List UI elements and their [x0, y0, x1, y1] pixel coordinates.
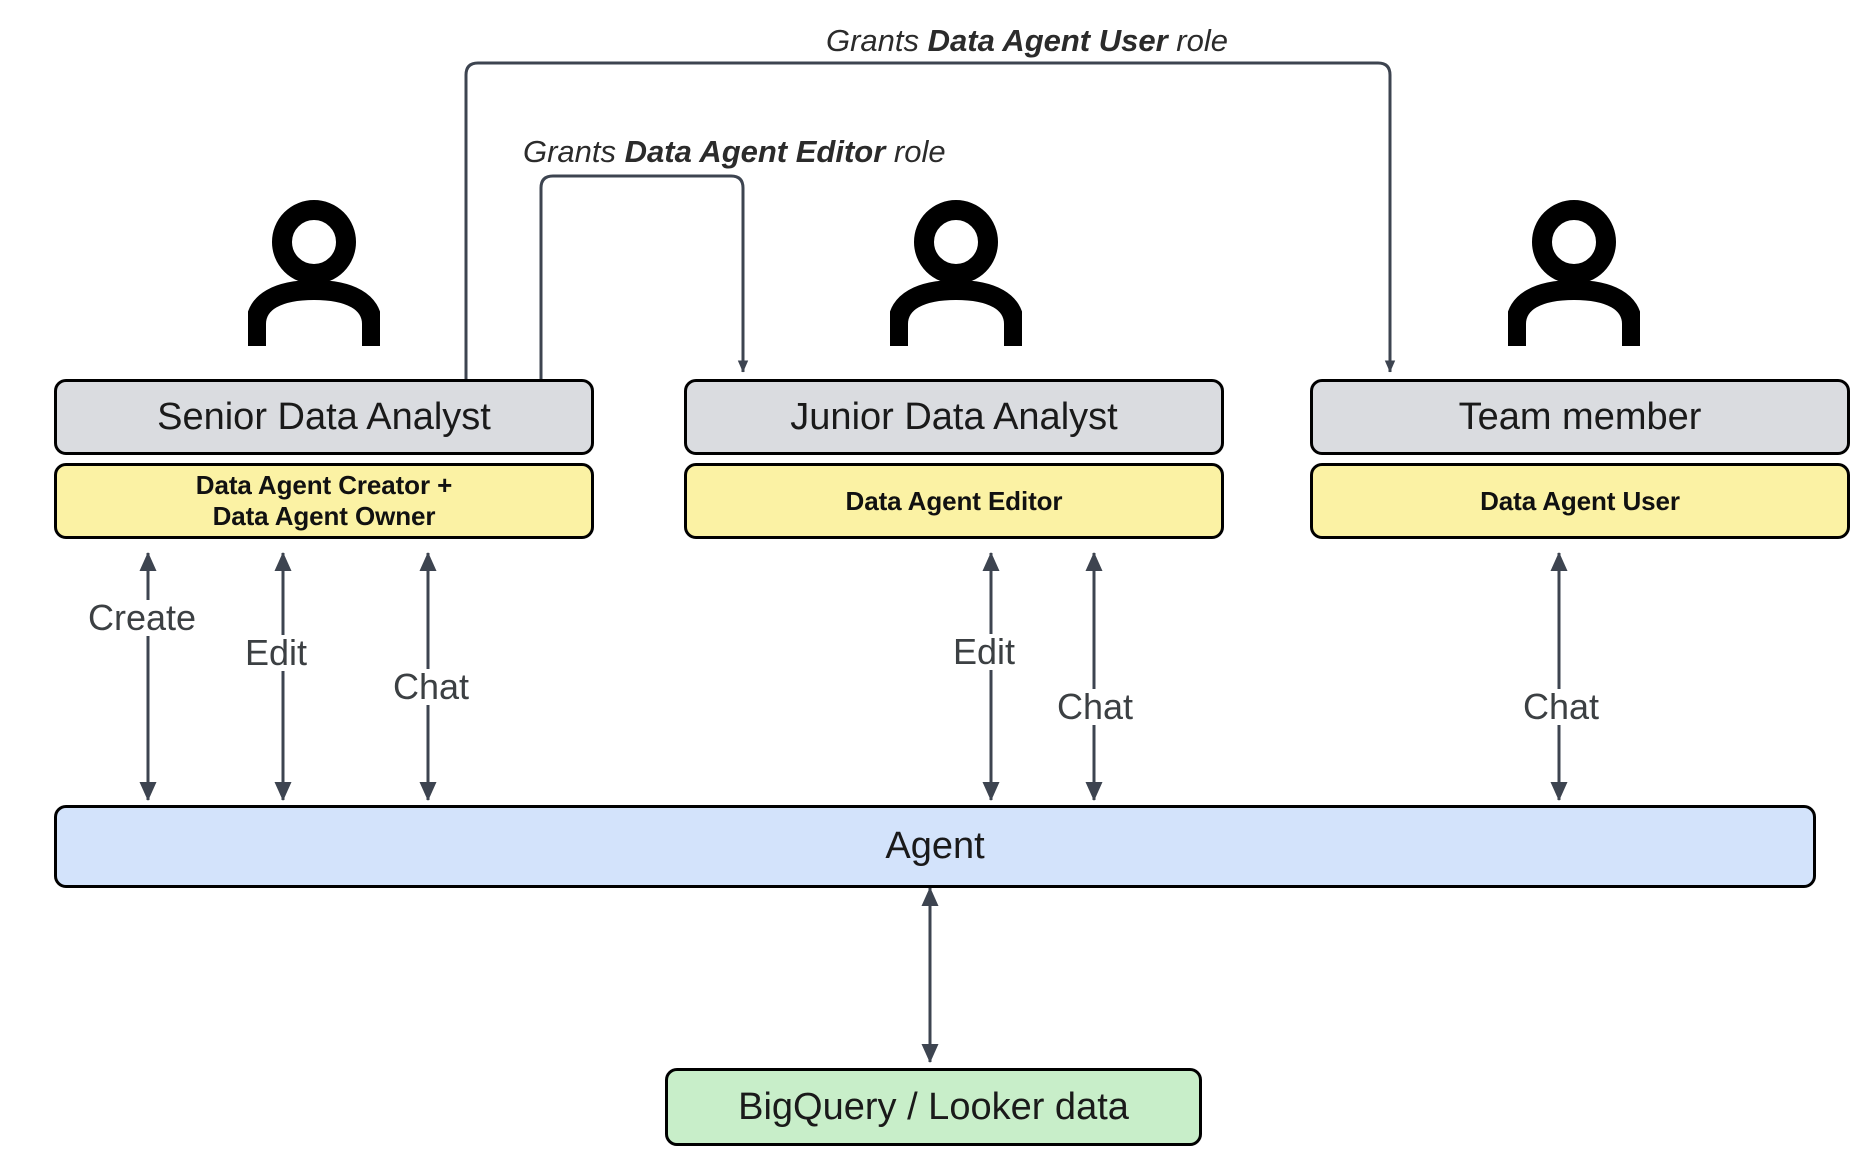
grant-editor-prefix: Grants	[523, 134, 625, 169]
role-permission-senior-label: Data Agent Creator + Data Agent Owner	[196, 470, 452, 531]
role-title-team[interactable]: Team member	[1310, 379, 1850, 455]
role-permission-senior-line1: Data Agent Creator +	[195, 470, 453, 501]
grant-label-user: Grants Data Agent User role	[826, 25, 1228, 56]
role-title-junior-label: Junior Data Analyst	[790, 395, 1118, 438]
role-permission-team-label: Data Agent User	[1480, 485, 1680, 516]
person-icon	[1508, 200, 1640, 346]
edge-label-senior-create: Create	[83, 600, 202, 636]
edge-label-senior-edit: Edit	[240, 635, 313, 671]
grant-label-editor: Grants Data Agent Editor role	[523, 136, 946, 167]
person-icon	[890, 200, 1022, 346]
edge-label-senior-chat: Chat	[388, 669, 475, 705]
edge-label-junior-chat: Chat	[1052, 689, 1139, 725]
grant-editor-role: Data Agent Editor	[624, 134, 886, 169]
connector-grants-editor	[539, 174, 749, 382]
role-permission-team[interactable]: Data Agent User	[1310, 463, 1850, 539]
role-permission-junior[interactable]: Data Agent Editor	[684, 463, 1224, 539]
role-title-junior[interactable]: Junior Data Analyst	[684, 379, 1224, 455]
role-title-senior[interactable]: Senior Data Analyst	[54, 379, 594, 455]
agent-bar[interactable]: Agent	[54, 805, 1816, 888]
role-permission-senior-line2: Data Agent Owner	[212, 501, 436, 531]
person-icon	[248, 200, 380, 346]
datasource-label: BigQuery / Looker data	[738, 1085, 1129, 1128]
role-title-team-label: Team member	[1458, 395, 1702, 438]
agent-bar-label: Agent	[885, 825, 985, 868]
role-title-senior-label: Senior Data Analyst	[157, 395, 491, 438]
role-permission-junior-label: Data Agent Editor	[845, 485, 1063, 516]
edge-label-junior-edit: Edit	[948, 634, 1021, 670]
grant-editor-suffix: role	[885, 134, 946, 169]
grant-user-prefix: Grants	[826, 23, 928, 58]
grant-user-suffix: role	[1167, 23, 1228, 58]
datasource-box[interactable]: BigQuery / Looker data	[665, 1068, 1202, 1146]
grant-user-role: Data Agent User	[927, 23, 1168, 58]
role-permission-senior[interactable]: Data Agent Creator + Data Agent Owner	[54, 463, 594, 539]
edge-label-team-chat: Chat	[1518, 689, 1605, 725]
